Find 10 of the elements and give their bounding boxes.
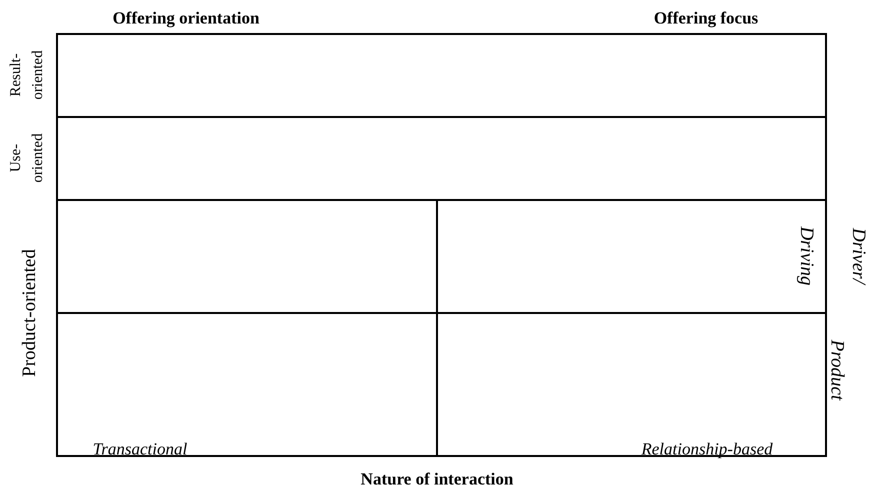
row-label: Product-oriented <box>18 249 41 377</box>
row-label: Use- oriented <box>7 132 47 185</box>
axis-title: Offering orientation <box>112 7 260 30</box>
axis-end-label: Relationship-based <box>641 438 773 460</box>
row-label: Result- oriented <box>7 49 47 102</box>
axis-end-label: Transactional <box>92 438 188 460</box>
axis-title: Offering focus <box>654 7 758 30</box>
axis-label: Driver/ Driving <box>795 225 870 288</box>
axis-title: Nature of interaction <box>360 468 514 490</box>
axis-label: Product <box>825 340 848 400</box>
